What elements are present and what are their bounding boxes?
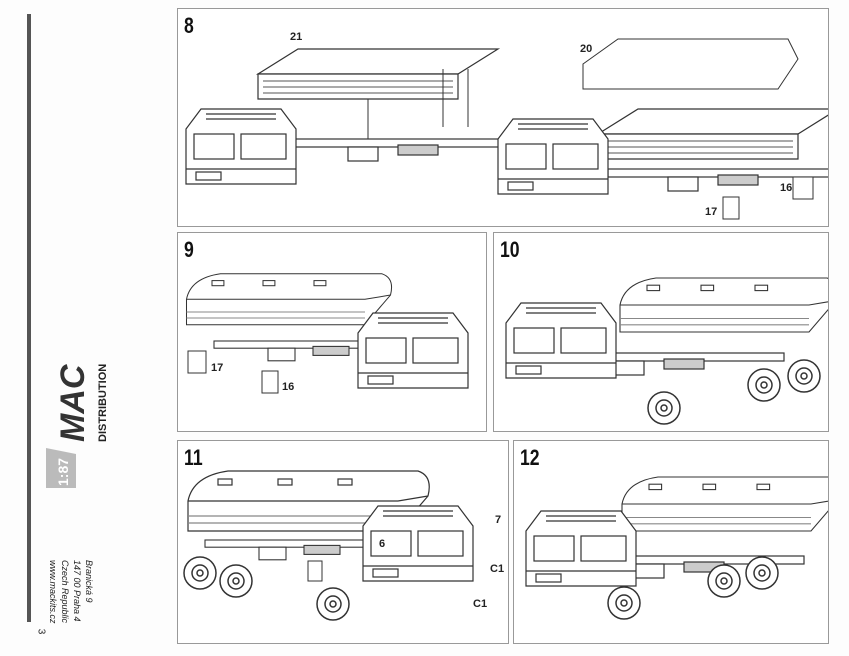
step-12-illustration: [525, 476, 828, 620]
part-label-21: 21: [290, 31, 303, 43]
logo-sub: DISTRIBUTION: [97, 364, 109, 442]
part-label-7: 7: [495, 514, 502, 526]
address-city: 147 00 Praha 4: [72, 560, 82, 622]
step-10-panel: 10: [493, 232, 829, 432]
step-11-panel: 11 6 7 C1 C1: [177, 440, 509, 644]
part-label-16: 16: [780, 182, 793, 194]
address-country: Czech Republic: [60, 560, 70, 624]
step-number: 8: [184, 13, 194, 38]
step-10-illustration: [505, 277, 828, 425]
step-9-panel: 9 17 16: [177, 232, 487, 432]
margin-rule: [27, 14, 31, 622]
step-11-illustration: [183, 470, 474, 621]
mac-distribution-logo: 1:87 MAC DISTRIBUTION: [46, 364, 109, 488]
step-8-illustration: [185, 38, 828, 220]
address-website: www.mackits.cz: [48, 560, 58, 624]
step-number: 12: [520, 445, 540, 470]
step-number: 9: [184, 237, 194, 262]
step-number: 11: [184, 445, 203, 470]
part-label-20: 20: [580, 43, 593, 55]
address-block: Branická 9 147 00 Praha 4 Czech Republic…: [46, 560, 126, 624]
page-number: 3: [35, 628, 47, 635]
step-12-panel: 12: [513, 440, 829, 644]
logo-scale: 1:87: [55, 458, 71, 486]
part-label-c1: C1: [490, 563, 505, 575]
part-label-16: 16: [282, 381, 295, 393]
part-label-6: 6: [379, 538, 386, 550]
step-number: 10: [500, 237, 520, 262]
part-label-17: 17: [211, 362, 224, 374]
step-8-panel: 8 21 20 16 17: [177, 8, 829, 227]
part-label-17: 17: [705, 206, 718, 218]
logo-brand: MAC: [54, 364, 92, 442]
address-street: Branická 9: [84, 560, 94, 603]
part-label-c1: C1: [473, 598, 488, 610]
step-9-illustration: [185, 273, 469, 394]
